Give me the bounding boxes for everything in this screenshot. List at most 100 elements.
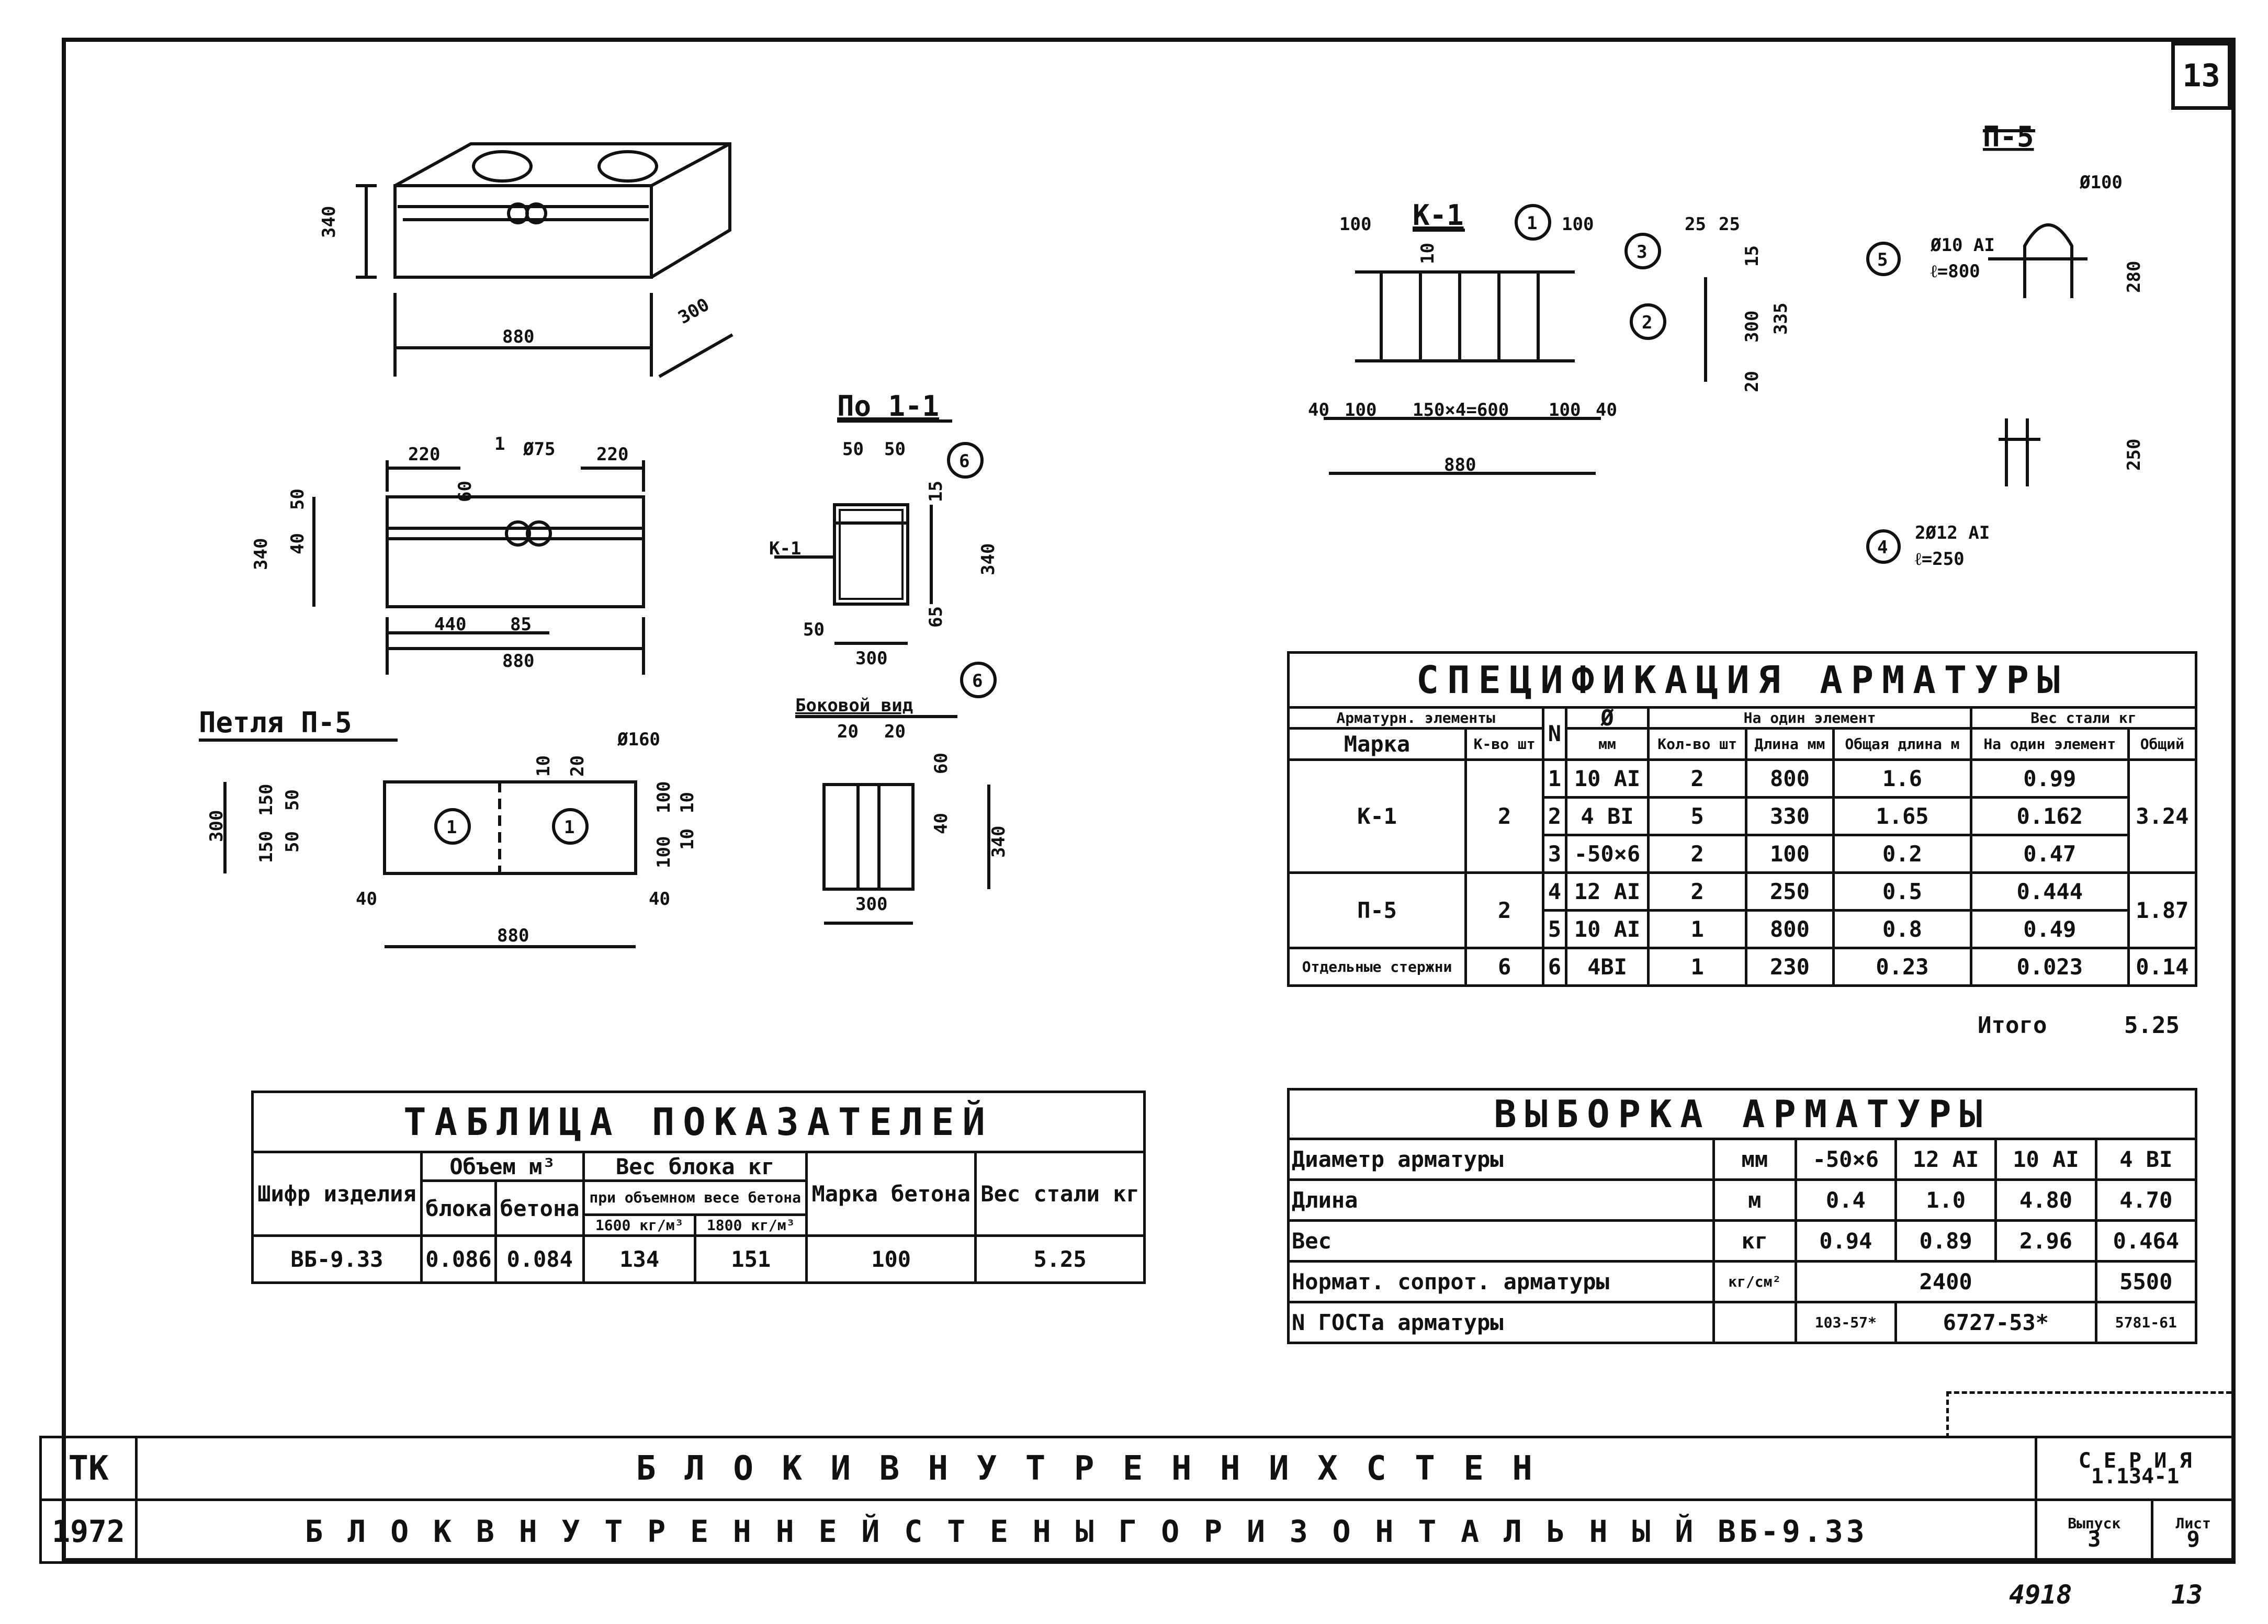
- spec-h-count: Кол-во шт: [1647, 727, 1747, 761]
- side-dim-40: 40: [931, 813, 952, 834]
- plan-dim-100a: 100: [653, 781, 674, 813]
- table-row: 3 -50×6 2 100 0.2 0.47: [1289, 834, 2196, 874]
- p5-pos4-len: ℓ=250: [1915, 549, 1965, 570]
- plan-dia160: Ø160: [617, 729, 660, 750]
- spec-h-dia: Ø: [1564, 706, 1650, 730]
- plan-dim-150a: 150: [256, 784, 277, 816]
- p5-pos4: 4: [1877, 537, 1888, 558]
- ind-h-steel: Вес стали кг: [974, 1151, 1146, 1237]
- side-dim-340: 340: [988, 826, 1009, 858]
- k1-title: К-1: [1413, 199, 1464, 232]
- plan-dim-150b: 150: [256, 831, 277, 863]
- table-row: Диаметр арматуры мм -50×6 12 АI 10 АI 4 …: [1287, 1138, 2198, 1181]
- k1-pos2: 2: [1642, 312, 1652, 333]
- ind-h-block: блока: [420, 1179, 498, 1237]
- front-dim-50: 50: [287, 489, 308, 510]
- section-title: По 1-1: [837, 390, 939, 423]
- plan-title: Петля П-5: [199, 706, 352, 739]
- p5-pos5: 5: [1877, 249, 1888, 270]
- k1-bottom-880: 880: [1444, 455, 1476, 475]
- plan-pos1a: 1: [446, 817, 457, 838]
- plan-dim-50b: 50: [282, 831, 303, 853]
- front-dim-40: 40: [287, 533, 308, 554]
- ind-h-volume: Объем м³: [420, 1151, 585, 1182]
- p5-pos5-spec: Ø10 АI: [1930, 235, 1995, 256]
- spec-h-qty: К-во шт: [1464, 727, 1545, 761]
- table-row: N ГОСТа арматуры 103-57* 6727-53* 5781-6…: [1287, 1301, 2198, 1344]
- indicators-title: ТАБЛИЦА ПОКАЗАТЕЛЕЙ: [251, 1091, 1146, 1153]
- plan-pos1b: 1: [564, 817, 574, 838]
- k1-pos3: 3: [1637, 242, 1647, 263]
- k1-dim-25b: 25: [1719, 214, 1740, 235]
- spec-h-len: Длина мм: [1744, 727, 1835, 761]
- section-k1: К-1: [769, 538, 801, 559]
- section-dim-50b: 50: [884, 439, 906, 460]
- isometric-block-view: [356, 142, 734, 378]
- title-block: ТК Б Л О К И В Н У Т Р Е Н Н И Х С Т Е Н…: [39, 1436, 2236, 1564]
- spec-table: СПЕЦИФИКАЦИЯ АРМАТУРЫ Арматурн. элементы…: [1287, 651, 2198, 987]
- iso-length-label: 880: [502, 326, 534, 347]
- k1-bottom-mid: 150×4=600: [1413, 400, 1509, 421]
- plan-dim-10: 10: [533, 755, 554, 777]
- sheet-number: 13: [2182, 58, 2220, 94]
- k1-dim-15: 15: [1742, 245, 1763, 267]
- table-row: Длина м 0.4 1.0 4.80 4.70: [1287, 1178, 2198, 1222]
- sheet-label: Лист: [2175, 1514, 2211, 1532]
- spec-total-label: Итого: [1978, 1012, 2047, 1039]
- k1-bottom-100l: 100: [1345, 400, 1376, 421]
- ind-h-concrete: бетона: [494, 1179, 585, 1237]
- plan-dim-20: 20: [567, 755, 588, 777]
- k1-dim-100r: 100: [1562, 214, 1594, 235]
- plan-dim-880: 880: [497, 925, 529, 946]
- dashed-stamp-outline: [1946, 1391, 2231, 1438]
- sheet-value: 9: [2186, 1526, 2200, 1552]
- plan-dim-40l: 40: [356, 889, 377, 910]
- spec-title: СПЕЦИФИКАЦИЯ АРМАТУРЫ: [1287, 651, 2197, 709]
- table-row: Нормат. сопрот. арматуры кг/см² 2400 550…: [1287, 1260, 2198, 1303]
- table-row: 2 4 ВI 5 330 1.65 0.162: [1289, 796, 2196, 836]
- section-pos6-top: 6: [959, 451, 969, 472]
- table-row: Вес кг 0.94 0.89 2.96 0.464: [1287, 1219, 2198, 1263]
- ind-h-code: Шифр изделия: [251, 1151, 423, 1237]
- indicators-table: ТАБЛИЦА ПОКАЗАТЕЛЕЙ Шифр изделия Объем м…: [251, 1091, 1146, 1284]
- ind-h-mark: Марка бетона: [805, 1151, 977, 1237]
- plan-dim-10b: 10: [677, 792, 698, 813]
- side-dim-20b: 20: [884, 721, 906, 742]
- series-value: 1.134-1: [2091, 1464, 2180, 1489]
- table-row: К-1 2 1 10 АI 2 800 1.6 0.99 3.24: [1287, 758, 2198, 874]
- k1-bottom-100r: 100: [1549, 400, 1581, 421]
- front-view: [312, 460, 645, 675]
- k1-pos1: 1: [1527, 213, 1537, 234]
- inventory-number: 4918: [2009, 1580, 2072, 1610]
- k1-dim-100l: 100: [1339, 214, 1371, 235]
- front-dim-340: 340: [251, 538, 272, 570]
- k1-bottom-40l: 40: [1308, 400, 1329, 421]
- k1-bottom-40r: 40: [1596, 400, 1617, 421]
- p5-dia100: Ø100: [2079, 172, 2123, 193]
- front-dim-220-right: 220: [596, 444, 628, 465]
- front-dim-440: 440: [434, 614, 466, 635]
- title-main: Б Л О К И В Н У Т Р Е Н Н И Х С Т Е Н: [134, 1436, 2038, 1501]
- side-dim-300: 300: [855, 894, 887, 915]
- side-view: [795, 715, 990, 925]
- spec-h-weight: Вес стали кг: [1969, 706, 2198, 730]
- ind-h-block-w: Вес блока кг: [582, 1151, 808, 1182]
- iso-depth-label: 300: [675, 294, 713, 328]
- selection-table: ВЫБОРКА АРМАТУРЫ Диаметр арматуры мм -50…: [1287, 1088, 2198, 1344]
- front-dim-85: 85: [510, 614, 532, 635]
- series-cell: С Е Р И Я 1.134-1: [2035, 1436, 2236, 1501]
- iso-height-label: 340: [319, 206, 340, 238]
- spec-h-per-el: На один элемент: [1969, 727, 2130, 761]
- plan-dim-300: 300: [206, 810, 227, 842]
- k1-dim-20: 20: [1742, 371, 1763, 392]
- sheet-cell: Лист 9: [2151, 1498, 2236, 1564]
- spec-h-mark: Марка: [1287, 727, 1468, 761]
- k1-dim-25a: 25: [1685, 214, 1706, 235]
- section-dim-300: 300: [855, 648, 887, 669]
- section-pos6-bottom: 6: [972, 671, 983, 691]
- side-view-title: Боковой вид: [795, 695, 913, 716]
- table-row: П-5 2 4 12 АI 2 250 0.5 0.444 1.87: [1287, 871, 2198, 949]
- front-hole-dia: Ø75: [523, 439, 555, 460]
- section-dim-65: 65: [926, 606, 946, 628]
